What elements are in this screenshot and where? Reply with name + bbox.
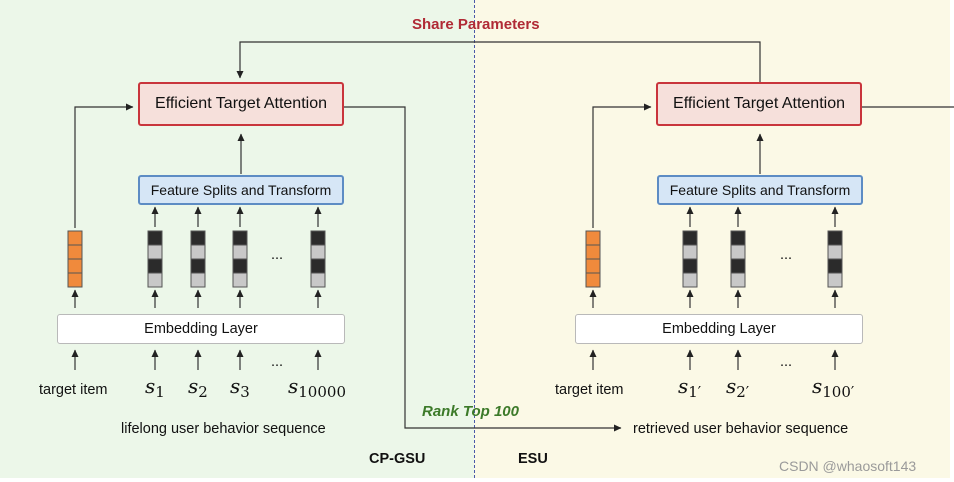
behavior-embedding-left-1 (147, 230, 163, 288)
seq-item-s1: s1 (145, 374, 165, 401)
efficient-target-attention-right: Efficient Target Attention (656, 82, 862, 126)
lifelong-sequence-label: lifelong user behavior sequence (121, 421, 326, 437)
behavior-embedding-left-4 (310, 230, 326, 288)
seq-item-s100-prime: s100′ (812, 374, 855, 401)
embedding-layer-left: Embedding Layer (57, 314, 345, 344)
behavior-embedding-left-2 (190, 230, 206, 288)
ellipsis-mid-left: ... (271, 247, 284, 263)
ellipsis-bottom-left: ... (271, 354, 284, 370)
seq-item-s10000: s10000 (288, 374, 346, 401)
seq-item-s1-prime: s1′ (678, 374, 702, 401)
share-parameters-arrow (236, 41, 761, 82)
feature-splits-transform-right: Feature Splits and Transform (657, 175, 863, 205)
target-item-label-right: target item (555, 382, 624, 398)
behavior-embedding-right-1 (682, 230, 698, 288)
ellipsis-mid-right: ... (780, 247, 793, 263)
embedding-layer-right: Embedding Layer (575, 314, 863, 344)
rank-top-arrow (344, 106, 622, 432)
behavior-embedding-left-3 (232, 230, 248, 288)
behavior-embedding-right-2 (730, 230, 746, 288)
target-to-attention-arrow-right (592, 103, 652, 228)
watermark: CSDN @whaosoft143 (779, 458, 917, 474)
target-embedding-left (67, 230, 83, 288)
stage-divider (474, 0, 475, 478)
cp-gsu-label: CP-GSU (369, 451, 426, 467)
seq-item-s2: s2 (188, 374, 208, 401)
feature-splits-transform-left: Feature Splits and Transform (138, 175, 344, 205)
seq-item-s2-prime: s2′ (726, 374, 750, 401)
esu-panel (474, 0, 950, 478)
share-parameters-label: Share Parameters (412, 16, 540, 33)
esu-label: ESU (518, 451, 548, 467)
retrieved-sequence-label: retrieved user behavior sequence (633, 421, 849, 437)
target-embedding-right (585, 230, 601, 288)
rank-top-100-label: Rank Top 100 (422, 403, 519, 420)
seq-item-s3: s3 (230, 374, 250, 401)
target-to-attention-arrow-left (74, 103, 134, 228)
behavior-embedding-right-3 (827, 230, 843, 288)
ellipsis-bottom-right: ... (780, 354, 793, 370)
efficient-target-attention-left: Efficient Target Attention (138, 82, 344, 126)
target-item-label-left: target item (39, 382, 108, 398)
